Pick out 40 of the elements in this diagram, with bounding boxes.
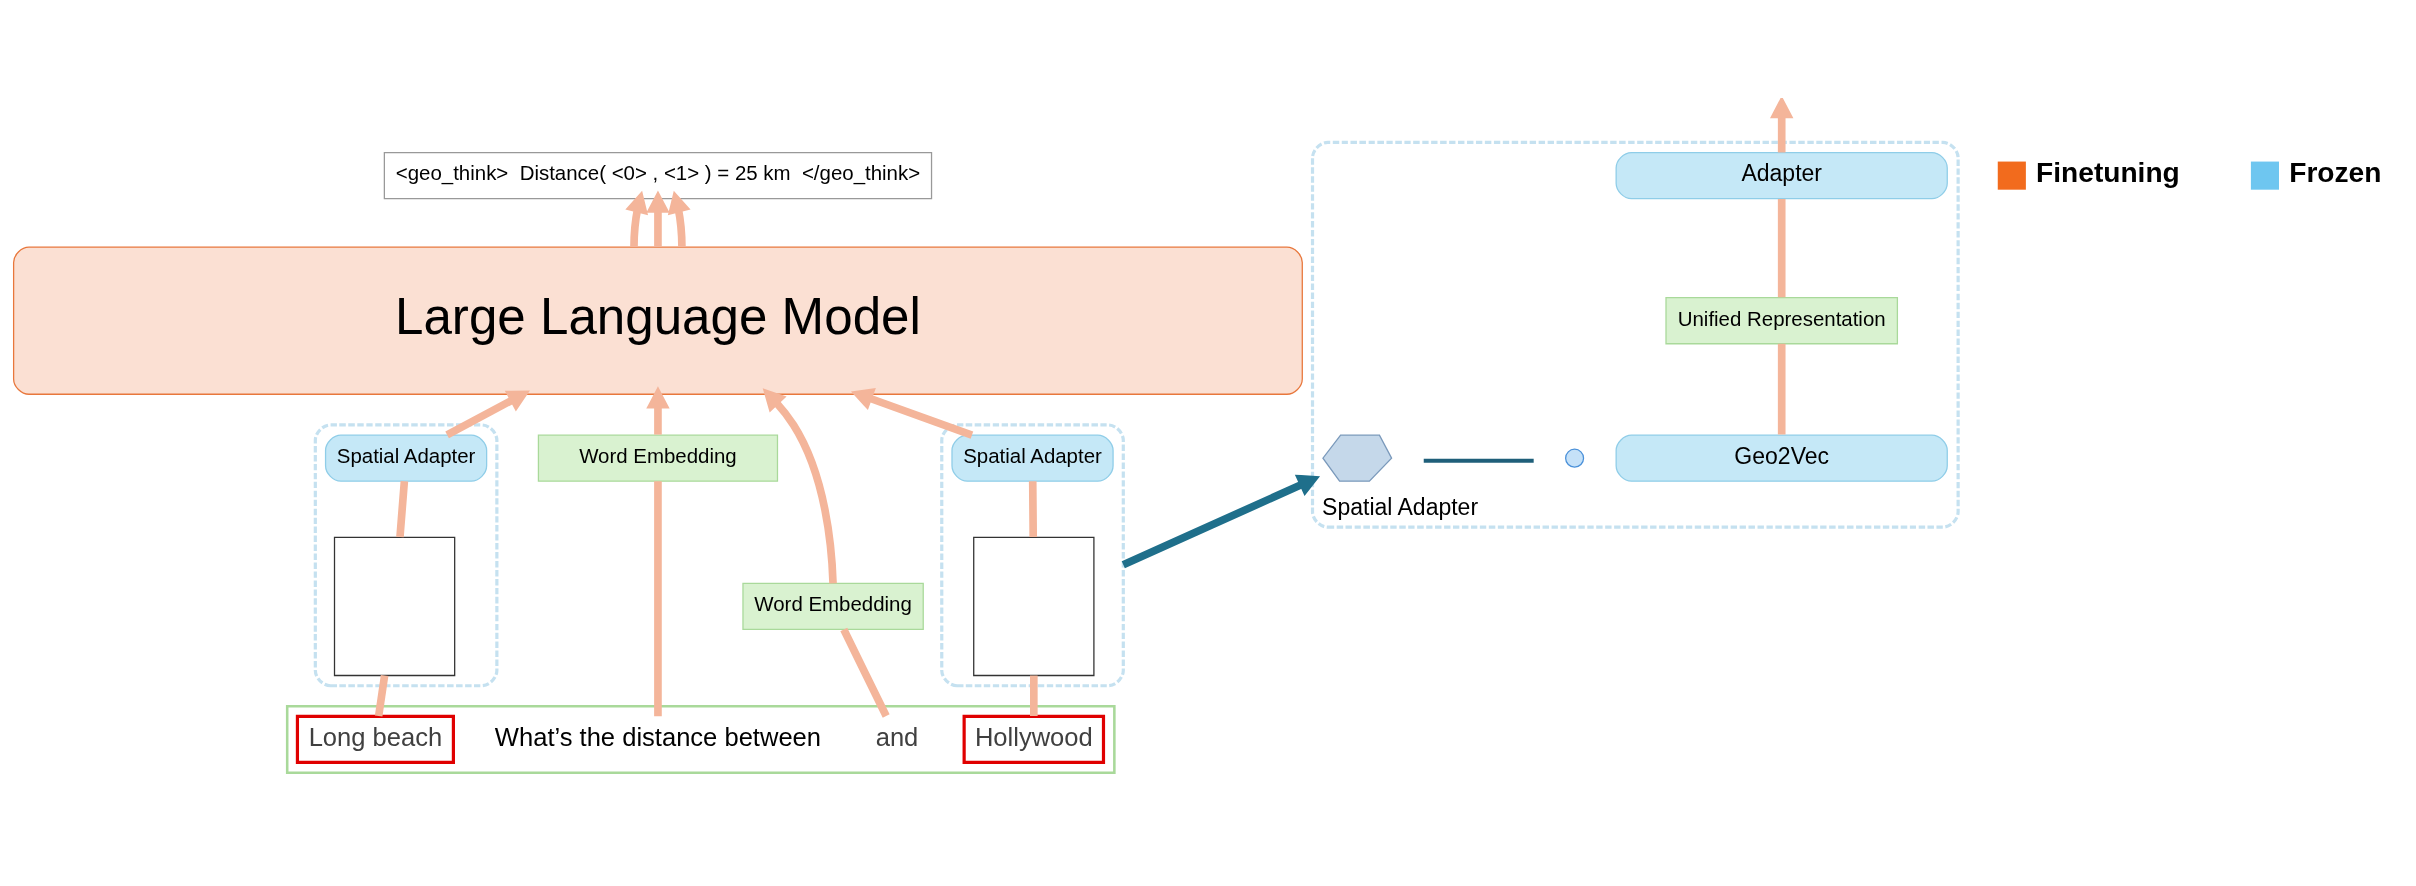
node-box: Spatial Adapter	[951, 434, 1114, 482]
node-box: Long beach	[295, 714, 455, 765]
connector	[374, 675, 389, 717]
arrow	[762, 388, 837, 584]
connector	[1029, 675, 1038, 716]
node-box: Spatial Adapter	[324, 434, 488, 482]
connector	[840, 627, 890, 718]
arrow	[445, 390, 530, 439]
node-line	[1423, 458, 1534, 463]
cluster	[285, 704, 1116, 774]
legend-label: Frozen	[2289, 156, 2382, 188]
node-text: and	[875, 722, 919, 751]
node-box: <geo_think> Distance( <0> , <1> ) = 25 km </geo_think>	[383, 151, 933, 200]
node-box: Large Language Model	[12, 246, 1303, 395]
arrow	[667, 190, 691, 247]
node-box: Word Embedding	[742, 582, 924, 631]
node-box: Hollywood	[962, 714, 1106, 765]
node-box: Word Embedding	[537, 434, 779, 482]
node-box	[333, 536, 456, 677]
arrow	[646, 386, 670, 435]
connector	[1028, 481, 1038, 538]
connector	[654, 481, 662, 717]
cluster	[940, 423, 1125, 688]
connector	[1777, 199, 1786, 298]
node-box: Unified Representation	[1665, 297, 1899, 345]
cluster	[313, 423, 499, 688]
arrow	[646, 190, 670, 247]
node-box: Adapter	[1615, 151, 1948, 200]
node-polygon	[1322, 434, 1393, 482]
node-box: Geo2Vec	[1615, 434, 1948, 482]
node-box	[973, 536, 1095, 677]
node-text: What’s the distance between	[494, 722, 822, 751]
node-circle	[1565, 448, 1585, 468]
legend-label: Finetuning	[2036, 156, 2180, 188]
arrow	[1770, 98, 1794, 153]
arrow	[625, 190, 649, 247]
arrow	[1121, 474, 1321, 569]
connector	[396, 481, 409, 538]
connector	[1777, 343, 1786, 435]
arrow	[850, 388, 974, 439]
